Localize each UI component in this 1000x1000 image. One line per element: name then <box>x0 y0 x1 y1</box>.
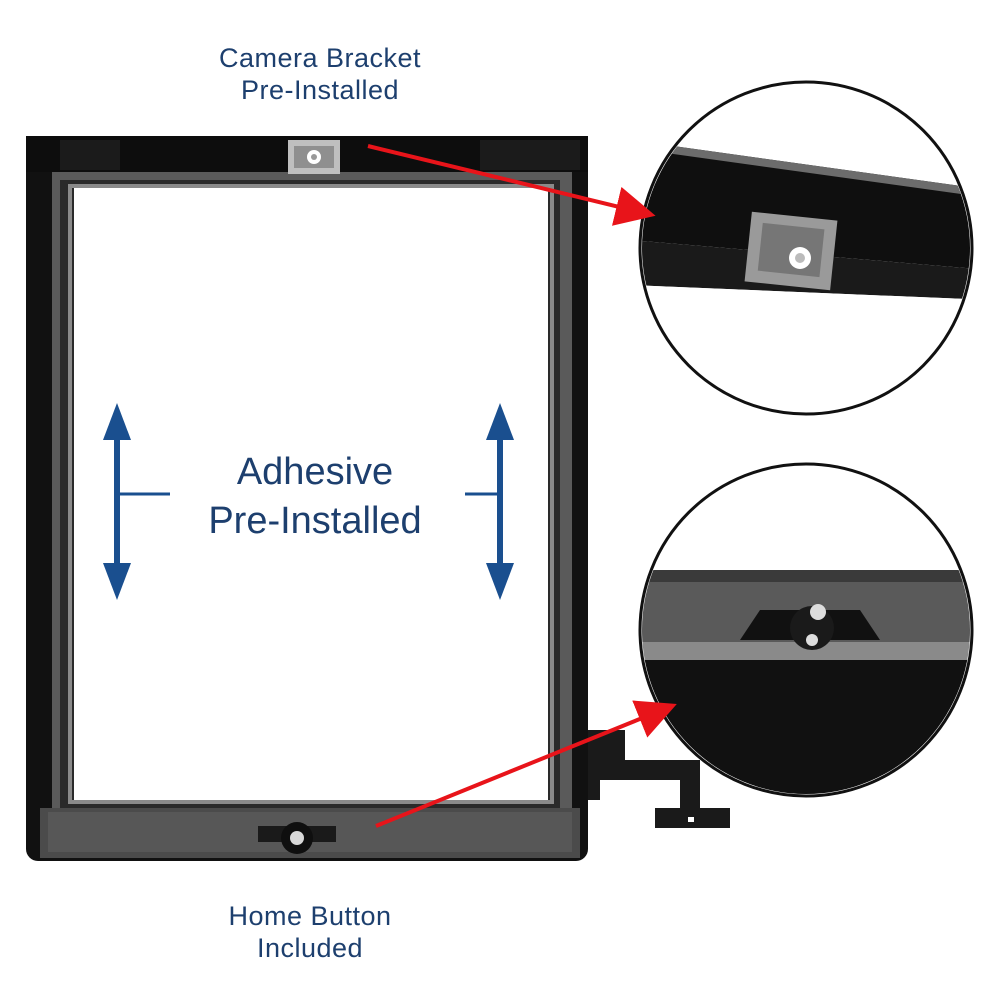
home-pointer-arrow <box>375 700 677 828</box>
camera-bracket-caption: Camera Bracket Pre-Installed <box>170 42 470 107</box>
home-button-caption: Home Button Included <box>160 900 460 965</box>
home-caption-line1: Home Button <box>228 901 392 931</box>
adhesive-caption: Adhesive Pre-Installed <box>160 448 470 547</box>
camera-caption-line2: Pre-Installed <box>240 75 400 106</box>
camera-zoom-inset <box>638 80 974 416</box>
home-caption-line2: Included <box>256 933 364 964</box>
home-button-zoom-inset <box>638 462 974 798</box>
pointer-arrows <box>367 144 677 828</box>
home-button <box>258 822 336 854</box>
flex-cable <box>560 730 730 828</box>
adhesive-arrows <box>103 403 514 600</box>
adhesive-caption-line2: Pre-Installed <box>208 500 422 543</box>
adhesive-caption-line1: Adhesive <box>236 451 394 493</box>
camera-pointer-arrow <box>367 144 656 226</box>
camera-caption-line1: Camera Bracket <box>218 43 422 73</box>
camera-bracket <box>288 140 340 174</box>
